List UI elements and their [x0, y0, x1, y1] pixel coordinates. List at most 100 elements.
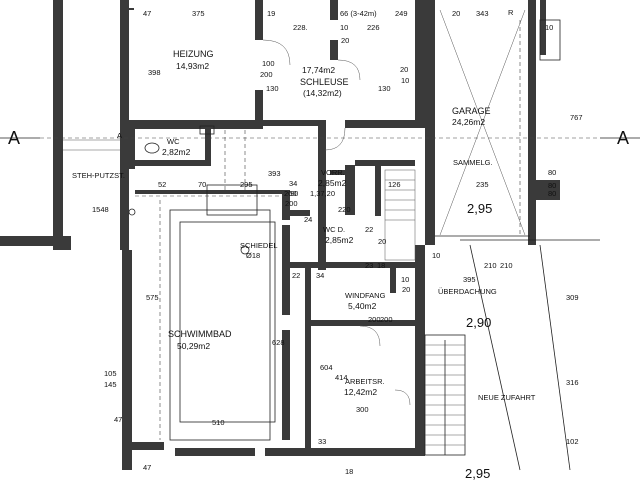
dim-200e: 200	[284, 189, 297, 198]
room-wc-name: WC	[167, 137, 180, 146]
dim-343: 343	[476, 9, 489, 18]
dimension-labels: 47 375 19 66 (3-42m) 249 20 343 228. 10 …	[92, 9, 583, 476]
dim-10b: 10	[545, 23, 553, 32]
section-right-label: A	[617, 128, 629, 148]
dim-90: 90	[290, 189, 298, 198]
dim-200b: 200	[285, 199, 298, 208]
dim-47b: 47	[114, 415, 122, 424]
dim-309: 309	[566, 293, 579, 302]
fixtures	[63, 9, 600, 471]
dim-126: 126	[388, 180, 401, 189]
dim-628: 628	[272, 338, 285, 347]
dim-34b: 34	[316, 271, 324, 280]
dim-604: 604	[320, 363, 333, 372]
dim-200a: 200	[260, 70, 273, 79]
level-label-2: 2,90	[466, 315, 491, 330]
dim-52: 52	[158, 180, 166, 189]
dim-105: 105	[104, 369, 117, 378]
dim-235: 235	[476, 180, 489, 189]
schiedel-name: SCHIEDEL	[240, 241, 278, 250]
dim-20d: 20	[378, 237, 386, 246]
dim-295: 295	[240, 180, 253, 189]
dim-375: 375	[192, 9, 205, 18]
room-garage-name: GARAGE	[452, 106, 491, 116]
ueberdachung-label: ÜBERDACHUNG	[438, 287, 497, 296]
dim-10d: 10	[432, 251, 440, 260]
dim-10: 10	[340, 23, 348, 32]
dim-510: 510	[212, 418, 225, 427]
dim-1548: 1548	[92, 205, 109, 214]
room-heizung-area: 14,93m2	[176, 61, 209, 71]
dim-24: 24	[304, 215, 312, 224]
level-label-1: 2,95	[467, 201, 492, 216]
dim-80a: 80	[548, 168, 556, 177]
r-mark-label: R	[508, 8, 514, 17]
room-schwimmbad-name: SCHWIMMBAD	[168, 329, 232, 339]
dim-316: 316	[566, 378, 579, 387]
other-labels: STEH-PUTZST. ÜBERDACHUNG NEUE ZUFAHRT 2,…	[72, 8, 536, 480]
room-heizung-name: HEIZUNG	[173, 49, 214, 59]
dim-70: 70	[198, 180, 206, 189]
room-garage-note: SAMMELG.	[453, 158, 493, 167]
room-schleuse-area: 17,74m2	[302, 65, 335, 75]
steh-putzst-label: STEH-PUTZST.	[72, 171, 125, 180]
dim-767: 767	[570, 113, 583, 122]
dim-20c: 20	[400, 65, 408, 74]
walls	[0, 0, 560, 470]
dim-100: 100	[262, 59, 275, 68]
room-schwimmbad-area: 50,29m2	[177, 341, 210, 351]
dim-18: 18	[377, 261, 385, 270]
dim-300: 300	[356, 405, 369, 414]
room-labels: HEIZUNG 14,93m2 17,74m2 SCHLEUSE (14,32m…	[162, 49, 493, 397]
neue-zufahrt-label: NEUE ZUFAHRT	[478, 393, 536, 402]
dim-19: 19	[267, 9, 275, 18]
room-wcd-area: 2,85m2	[325, 235, 354, 245]
dim-145: 145	[104, 380, 117, 389]
dim-226: 226	[367, 23, 380, 32]
dim-200d: 200	[380, 315, 393, 324]
room-vorr-name: VORR.	[321, 168, 345, 177]
dim-393: 393	[268, 169, 281, 178]
dim-220: 220	[338, 205, 351, 214]
room-garage-area: 24,26m2	[452, 117, 485, 127]
dim-130a: 130	[266, 84, 279, 93]
stair-lower	[424, 334, 466, 456]
dim-22b: 22	[292, 271, 300, 280]
dim-398: 398	[148, 68, 161, 77]
room-arbeitsr-area: 12,42m2	[344, 387, 377, 397]
dim-130b: 130	[378, 84, 391, 93]
dim-10e: 10	[401, 275, 409, 284]
dim-575: 575	[146, 293, 159, 302]
room-wcd-name: WC D.	[323, 225, 345, 234]
room-arbeitsr-name: ARBEITSR.	[345, 377, 385, 386]
dim-47a: 47	[143, 9, 151, 18]
section-left-label: A	[8, 128, 20, 148]
room-wc-area: 2,82m2	[162, 147, 191, 157]
dim-20e: 20	[402, 285, 410, 294]
schiedel-size: Ø18	[246, 251, 260, 260]
dim-10c: 10	[401, 76, 409, 85]
room-windfang-name: WINDFANG	[345, 291, 386, 300]
dim-395: 395	[463, 275, 476, 284]
dim-66: 66 (3-42m)	[340, 9, 377, 18]
dim-47c: 47	[143, 463, 151, 472]
dim-34a: 34	[289, 179, 297, 188]
section-markers: A A A	[0, 128, 640, 148]
dim-102: 102	[566, 437, 579, 446]
dim-80b: 80	[548, 181, 556, 190]
dim-137: 1,37,20	[310, 189, 335, 198]
room-windfang-area: 5,40m2	[348, 301, 377, 311]
room-schleuse-area2: (14,32m2)	[303, 88, 342, 98]
level-label-3: 2,95	[465, 466, 490, 480]
room-schleuse-name: SCHLEUSE	[300, 77, 349, 87]
dim-20b: 20	[341, 36, 349, 45]
dim-33: 33	[318, 437, 326, 446]
dim-210a: 210	[484, 261, 497, 270]
dim-80c: 80	[548, 189, 556, 198]
room-vorr-area: 2,85m2	[318, 178, 347, 188]
dim-249: 249	[395, 9, 408, 18]
dim-228: 228.	[293, 23, 308, 32]
dim-414: 414	[335, 373, 348, 382]
section-small-label: A	[117, 131, 122, 140]
